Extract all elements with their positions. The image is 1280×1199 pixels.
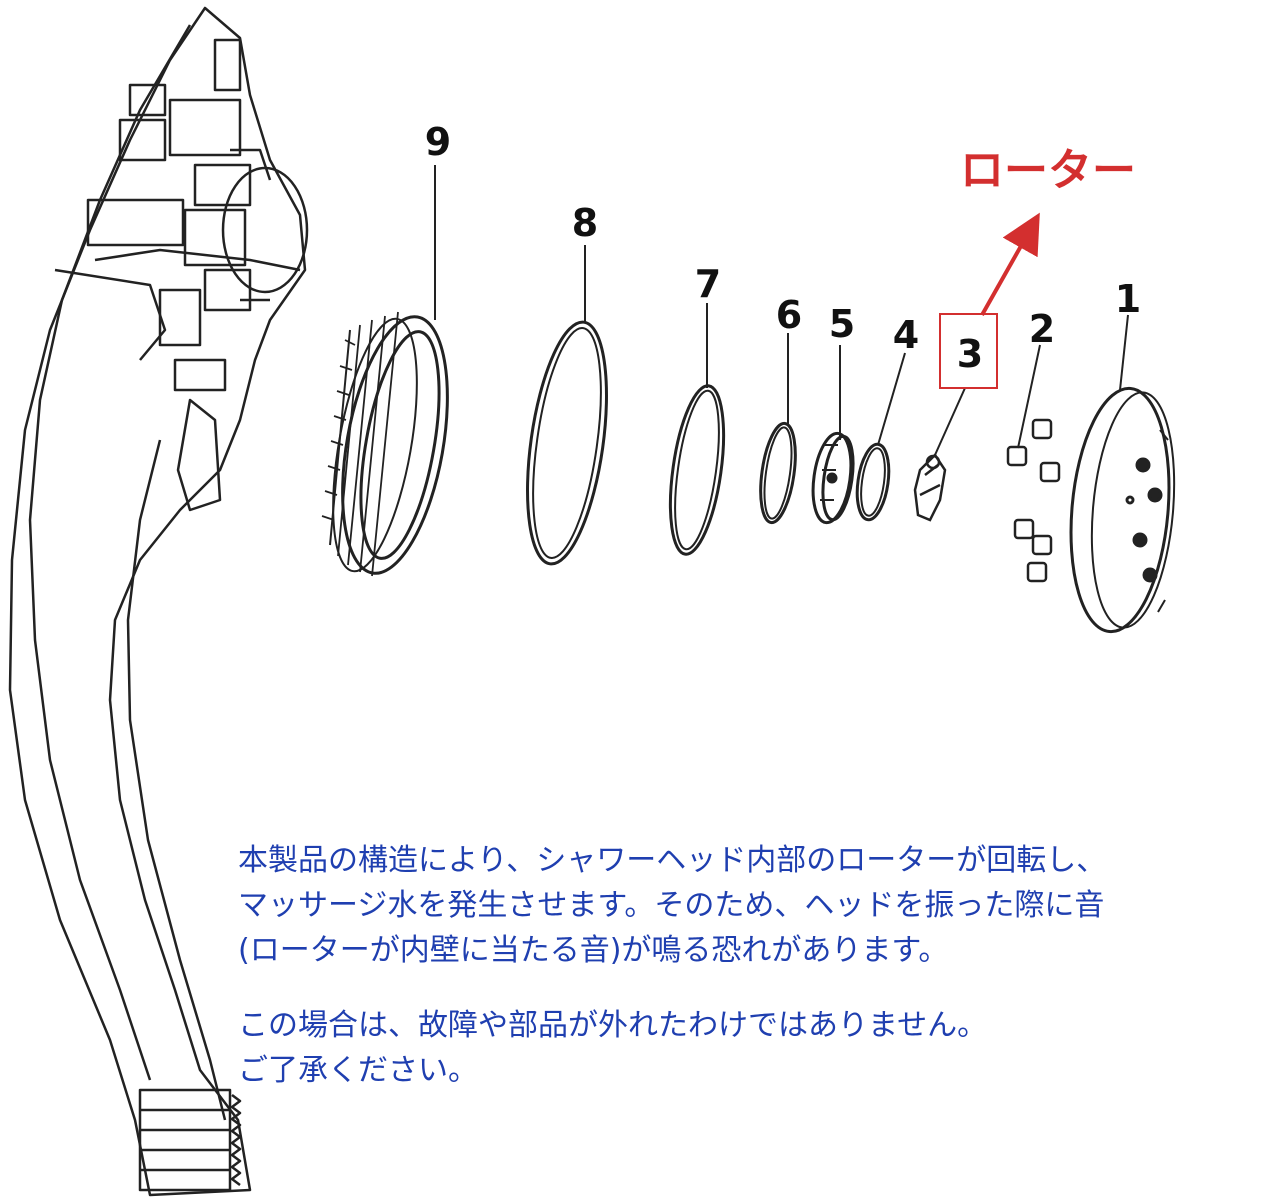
note-line: マッサージ水を発生させます。そのため、ヘッドを振った際に音 <box>238 888 1105 923</box>
part-7-o-ring <box>668 384 726 556</box>
note-line: この場合は、故障や部品が外れたわけではありません。 <box>238 1008 988 1043</box>
part-6-o-ring <box>759 421 797 525</box>
note-line: 本製品の構造により、シャワーヘッド内部のローターが回転し、 <box>238 843 1107 878</box>
part-number-5: 5 <box>829 302 855 346</box>
note-line: (ローターが内壁に当たる音)が鳴る恐れがあります。 <box>238 933 949 968</box>
part-number-3: 3 <box>957 332 983 376</box>
part-4-o-ring <box>855 442 891 522</box>
leader-lines <box>434 165 1129 456</box>
rotor-label: ローター <box>960 145 1136 196</box>
rotor-highlight-box <box>939 313 998 389</box>
note-paragraph-2: この場合は、故障や部品が外れたわけではありません。 ご了承ください。 <box>238 1003 1278 1093</box>
part-8-o-ring <box>526 320 608 566</box>
shower-handle-illustration <box>8 6 309 1197</box>
part-number-4: 4 <box>893 313 919 357</box>
note-paragraph-1: 本製品の構造により、シャワーヘッド内部のローターが回転し、 マッサージ水を発生さ… <box>238 838 1278 973</box>
part-1-face-plate <box>1069 386 1176 634</box>
part-number-7: 7 <box>695 262 721 306</box>
part-number-8: 8 <box>572 201 598 245</box>
note-line: ご了承ください。 <box>238 1053 478 1088</box>
part-2-pins <box>1006 418 1061 583</box>
part-5-rotor-case <box>811 431 855 525</box>
part-number-1: 1 <box>1115 277 1141 321</box>
rotor-arrow <box>980 212 1040 316</box>
part-3-rotor <box>913 453 947 522</box>
part-9-ring-nut <box>321 311 449 577</box>
part-number-6: 6 <box>776 293 802 337</box>
part-number-9: 9 <box>425 120 451 164</box>
part-number-2: 2 <box>1029 307 1055 351</box>
